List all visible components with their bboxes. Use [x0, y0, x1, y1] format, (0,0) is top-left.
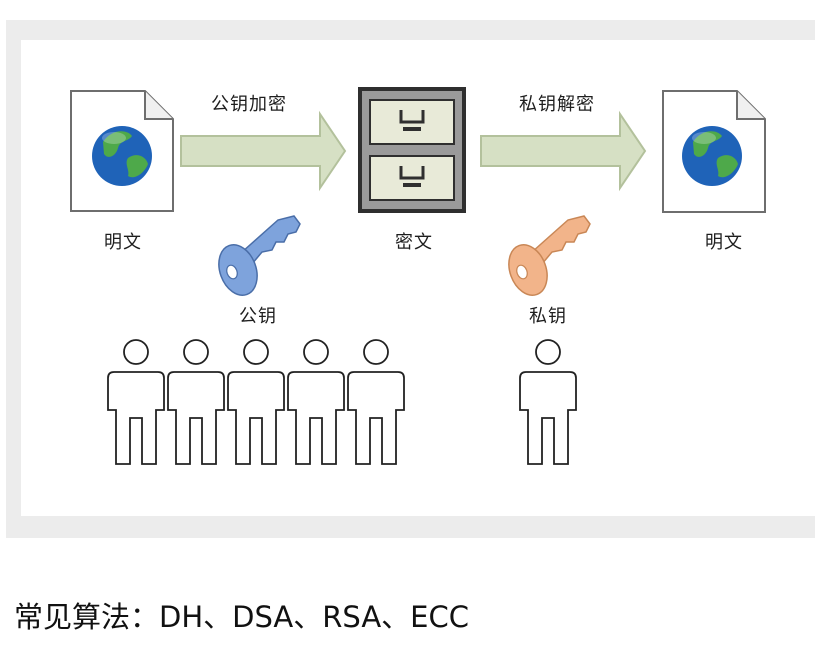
private-key-label: 私钥 — [529, 306, 567, 327]
public-key-icon — [218, 215, 301, 296]
private-key-icon — [508, 215, 591, 296]
plaintext-right-label: 明文 — [705, 232, 743, 253]
plaintext-left-label: 明文 — [104, 232, 142, 253]
plaintext-document-left-icon — [70, 90, 174, 212]
decrypt-label: 私钥解密 — [519, 94, 595, 115]
private-user-icon — [519, 339, 577, 465]
public-users-group-icon — [107, 339, 405, 465]
ciphertext-cabinet-icon — [358, 87, 466, 213]
algorithms-caption: 常见算法：DH、DSA、RSA、ECC — [14, 600, 470, 634]
decrypt-arrow-icon — [480, 110, 647, 192]
ciphertext-label: 密文 — [395, 232, 433, 253]
encrypt-label: 公钥加密 — [211, 94, 287, 115]
public-key-label: 公钥 — [239, 306, 277, 327]
plaintext-document-right-icon — [662, 90, 766, 213]
encrypt-arrow-icon — [180, 110, 347, 192]
